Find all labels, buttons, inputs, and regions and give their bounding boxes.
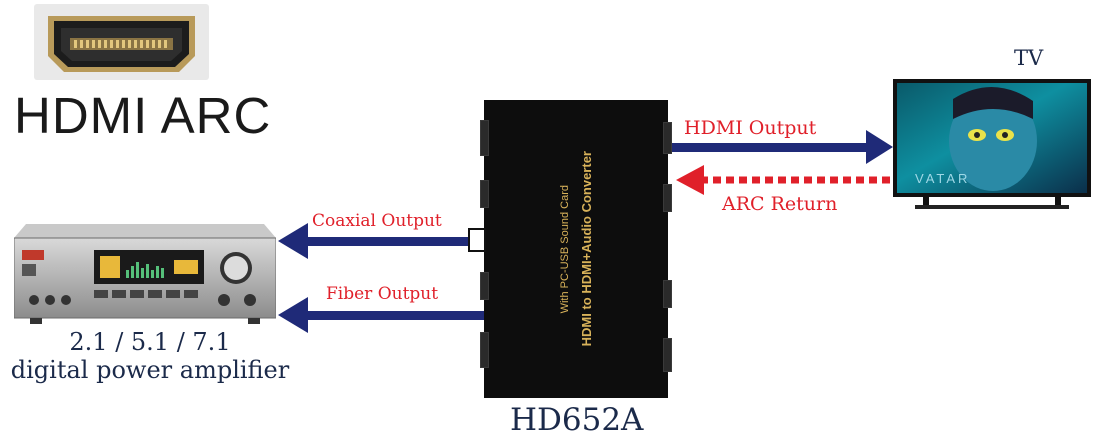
coaxial-port bbox=[468, 228, 486, 252]
hdmi-output-arrow bbox=[668, 130, 893, 164]
coaxial-output-arrow bbox=[278, 223, 468, 259]
hdmi-port-icon bbox=[34, 4, 209, 80]
fiber-output-label: Fiber Output bbox=[326, 284, 439, 304]
model-label: HD652A bbox=[510, 402, 644, 438]
amplifier-caption-name: digital power amplifier bbox=[10, 356, 290, 384]
hdmi-arc-title: HDMI ARC bbox=[14, 87, 272, 144]
tv-icon: VATAR bbox=[893, 79, 1091, 209]
amplifier-caption-channels: 2.1 / 5.1 / 7.1 bbox=[69, 328, 231, 356]
tv-screen-text: VATAR bbox=[915, 171, 970, 186]
tv-label: TV bbox=[1014, 46, 1044, 70]
arc-return-label: ARC Return bbox=[722, 193, 838, 215]
amplifier-icon bbox=[13, 224, 277, 326]
coaxial-output-label: Coaxial Output bbox=[312, 211, 442, 231]
arc-return-arrow bbox=[676, 165, 892, 195]
converter-box: With PC-USB Sound Card HDMI to HDMI+Audi… bbox=[480, 100, 672, 398]
converter-name: HDMI to HDMI+Audio Converter bbox=[578, 151, 594, 347]
hdmi-output-label: HDMI Output bbox=[684, 117, 817, 139]
fiber-output-arrow bbox=[278, 297, 484, 333]
converter-subtitle: With PC-USB Sound Card bbox=[558, 184, 571, 314]
